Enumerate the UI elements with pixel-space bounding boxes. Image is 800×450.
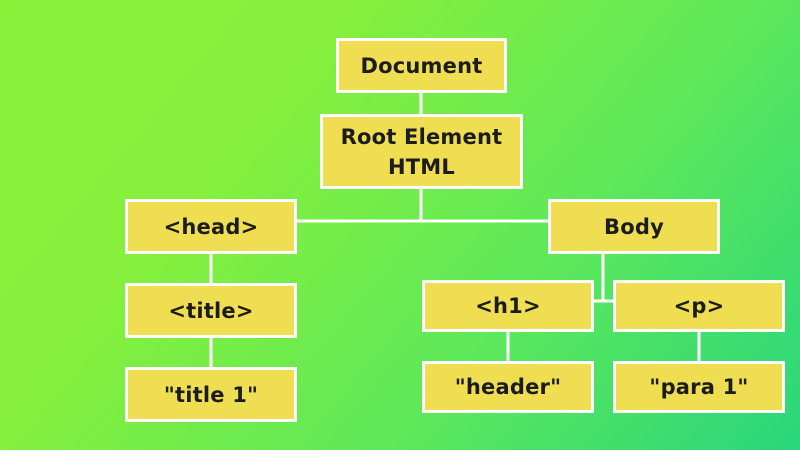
node-head: <head> [125, 199, 297, 254]
node-para-text-label: "para 1" [649, 375, 749, 399]
node-h1-label: <h1> [475, 294, 541, 318]
node-title: <title> [125, 283, 297, 338]
node-body: Body [548, 199, 720, 254]
node-root-element: Root Element HTML [320, 114, 523, 189]
node-h1: <h1> [422, 280, 594, 332]
node-para-text: "para 1" [613, 361, 785, 413]
node-root-label-line1: Root Element [340, 124, 503, 149]
node-header-text: "header" [422, 361, 594, 413]
node-head-label: <head> [163, 214, 259, 239]
node-root-label-line2: HTML [388, 154, 455, 179]
node-header-text-label: "header" [454, 375, 562, 399]
node-document-label: Document [360, 53, 483, 78]
node-p: <p> [613, 280, 785, 332]
node-document: Document [336, 38, 507, 93]
node-title-text: "title 1" [125, 367, 297, 422]
node-p-label: <p> [673, 294, 725, 318]
node-body-label: Body [604, 214, 664, 239]
node-title-label: <title> [168, 298, 254, 323]
node-title-text-label: "title 1" [163, 382, 259, 407]
